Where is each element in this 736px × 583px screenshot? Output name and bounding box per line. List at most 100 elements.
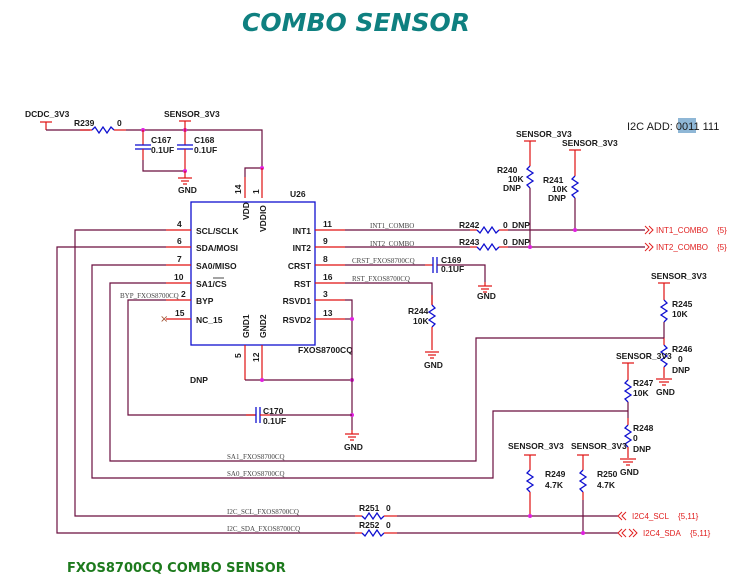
resistor-r243[interactable] <box>470 242 508 252</box>
pin-10-num: 10 <box>174 272 184 282</box>
r241-note: DNP <box>548 193 566 203</box>
r242-ref: R242 <box>459 220 480 230</box>
address-highlight <box>678 118 696 133</box>
resistor-r251[interactable] <box>355 511 397 521</box>
gnd-symbol <box>656 378 672 386</box>
c170-value: 0.1UF <box>263 416 286 426</box>
resistor-r246[interactable] <box>659 338 669 378</box>
c169-ref: C169 <box>441 255 462 265</box>
c167-value: 0.1UF <box>151 145 174 155</box>
port-scl-ref: {5,11} <box>678 512 699 521</box>
r251-ref: R251 <box>359 503 380 513</box>
c168-value: 0.1UF <box>194 145 217 155</box>
resistor-r244[interactable] <box>427 295 437 350</box>
r239-value: 0 <box>117 118 122 128</box>
sda-net-label: I2C_SDA_FXOS8700CQ <box>227 525 300 533</box>
r248-ref: R248 <box>633 423 654 433</box>
resistor-r242[interactable] <box>470 225 508 235</box>
r247-value: 10K <box>633 388 649 398</box>
resistor-r248[interactable] <box>623 418 633 458</box>
capacitor-c168[interactable] <box>177 130 193 171</box>
pin-4-num: 4 <box>177 219 182 229</box>
r245-ref: R245 <box>672 299 693 309</box>
sa1-wire <box>109 282 664 462</box>
port-scl-name[interactable]: I2C4_SCL <box>632 512 669 521</box>
chip-ref: U26 <box>290 189 306 199</box>
dcdc-power-symbol <box>40 121 52 130</box>
sensor-power-symbol <box>622 362 634 380</box>
page-title: COMBO SENSOR <box>242 8 470 37</box>
r247-ref: R247 <box>633 378 654 388</box>
footer-title: FXOS8700CQ COMBO SENSOR <box>67 561 286 576</box>
sensor-power-symbol <box>179 120 191 130</box>
pin-13-num: 13 <box>323 308 333 318</box>
junction <box>573 228 577 232</box>
capacitor-c167[interactable] <box>135 130 151 160</box>
sensor-3v3-label: SENSOR_3V3 <box>164 109 220 119</box>
port-int1-ref: {5} <box>717 226 727 235</box>
sensor-3v3-label: SENSOR_3V3 <box>571 441 627 451</box>
resistor-r245[interactable] <box>659 299 669 323</box>
c170-ref: C170 <box>263 406 284 416</box>
gnd-label: GND <box>424 360 443 370</box>
r249-value: 4.7K <box>545 480 564 490</box>
pin-16-num: 16 <box>323 272 333 282</box>
chip-u26[interactable] <box>190 201 316 346</box>
gnd-label: GND <box>344 442 363 452</box>
right-pins <box>315 229 345 320</box>
port-int2-name[interactable]: INT2_COMBO <box>656 243 708 252</box>
sda-wire <box>56 246 355 534</box>
resistor-r247[interactable] <box>623 379 633 403</box>
i2c-address: I2C ADD: 0011 111 <box>627 121 719 133</box>
pin-sda-name: SDA/MOSI <box>196 243 238 253</box>
pin-rsvd1-name: RSVD1 <box>283 296 312 306</box>
sensor-3v3-label: SENSOR_3V3 <box>508 441 564 451</box>
r243-value: 0 <box>503 237 508 247</box>
junction <box>528 514 532 518</box>
pin-crst-name: CRST <box>288 261 312 271</box>
sensor-3v3-label: SENSOR_3V3 <box>516 129 572 139</box>
r242-value: 0 <box>503 220 508 230</box>
pin-vdd-name: VDD <box>241 202 251 220</box>
port-sda-ref: {5,11} <box>690 529 711 538</box>
sa0-wire <box>91 264 628 479</box>
gnd-symbol <box>478 282 492 293</box>
port-sda-name[interactable]: I2C4_SDA <box>643 529 681 538</box>
int1-net-label: INT1_COMBO <box>370 222 414 230</box>
gnd-label: GND <box>477 291 496 301</box>
resistor-r250[interactable] <box>578 469 588 500</box>
wire <box>126 129 263 168</box>
rst-net-label: RST_FXOS8700CQ <box>352 275 410 283</box>
junction <box>260 378 264 382</box>
int2-net-label: INT2_COMBO <box>370 240 414 248</box>
capacitor-c170[interactable] <box>246 407 270 423</box>
resistor-r241[interactable] <box>570 175 580 199</box>
capacitor-c169[interactable] <box>425 257 438 273</box>
sensor-3v3-label: SENSOR_3V3 <box>562 138 618 148</box>
c168-ref: C168 <box>194 135 215 145</box>
resistor-r249[interactable] <box>525 469 535 516</box>
gnd-symbol <box>620 458 636 466</box>
sensor-power-symbol <box>569 149 581 176</box>
resistor-r252[interactable] <box>355 528 397 538</box>
pin-gnd1-name: GND1 <box>241 314 251 338</box>
gnd-symbol <box>178 171 192 185</box>
left-pins <box>166 229 191 320</box>
c169-value: 0.1UF <box>441 264 464 274</box>
pin-rst-name: RST <box>294 279 312 289</box>
r250-value: 4.7K <box>597 480 616 490</box>
r251-value: 0 <box>386 503 391 513</box>
wire <box>142 160 185 172</box>
wire <box>127 299 256 416</box>
resistor-r240[interactable] <box>525 165 535 189</box>
junction <box>528 245 532 249</box>
r242-note: DNP <box>512 220 530 230</box>
scl-wire <box>74 229 355 517</box>
r244-value: 10K <box>413 316 429 326</box>
gnd-symbol <box>345 430 359 441</box>
pin-14-num: 14 <box>233 184 243 194</box>
gnd-label: GND <box>620 467 639 477</box>
resistor-r239[interactable] <box>80 125 126 135</box>
port-int1-name[interactable]: INT1_COMBO <box>656 226 708 235</box>
